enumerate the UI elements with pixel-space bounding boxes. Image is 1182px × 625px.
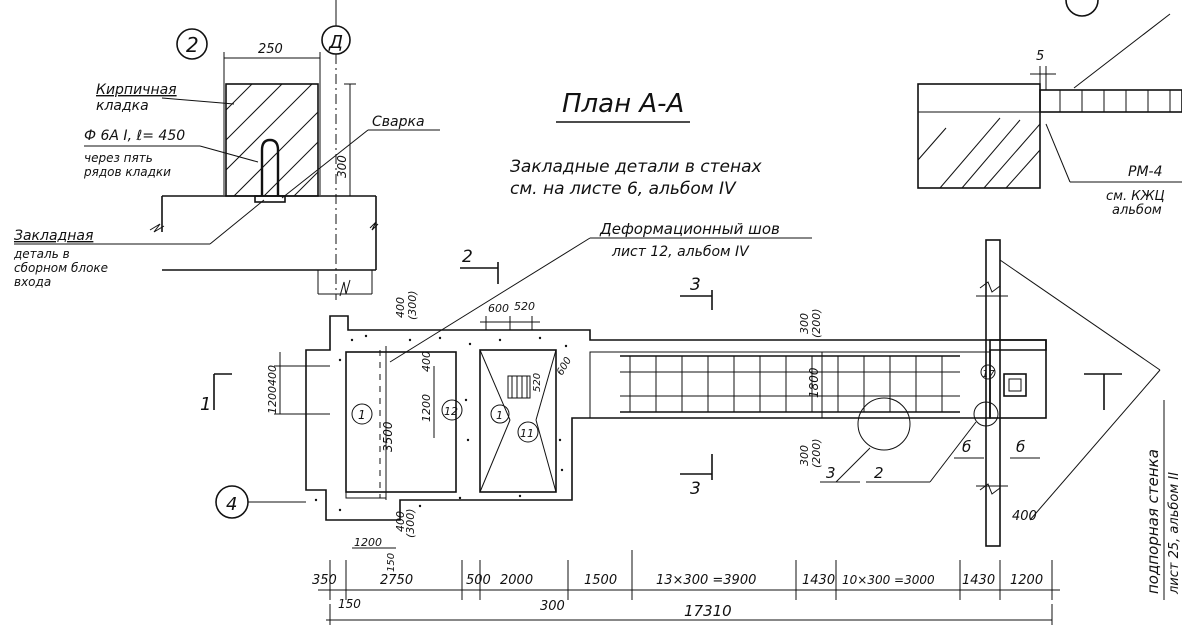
bottom-1430a: 1430 xyxy=(802,573,835,588)
deform-line2: лист 12, альбом IV xyxy=(611,244,750,260)
bottom-3000: 10×300 =3000 xyxy=(842,573,935,587)
detail-stair-edge: 5 РМ-4 см. КЖЦ альбом xyxy=(917,0,1182,218)
subtitle-line1: Закладные детали в стенах xyxy=(510,157,763,177)
bottom-1430b: 1430 xyxy=(962,573,995,588)
total-dimension: 17310 xyxy=(684,602,732,620)
plan-circle-4: 4 xyxy=(226,494,237,515)
embed-label-4: входа xyxy=(14,275,51,289)
section-b-left: б xyxy=(962,438,971,456)
section-2: 2 xyxy=(462,247,473,267)
plan-circle-12: 12 xyxy=(444,405,458,418)
dim-mid-300: 300 xyxy=(798,445,811,466)
dim-width-label: 250 xyxy=(258,42,283,57)
bottom-3900: 13×300 =3900 xyxy=(656,573,756,588)
through-label-2: рядов кладки xyxy=(83,165,171,179)
section-1-left: 1 xyxy=(200,394,211,415)
bottom-500: 500 xyxy=(466,573,491,588)
callout-2: 2 xyxy=(874,464,884,482)
bottom-2000: 2000 xyxy=(500,573,533,588)
dim-600: 600 xyxy=(555,355,574,377)
dim-5-label: 5 xyxy=(1036,49,1044,64)
dim-150-small: 150 xyxy=(386,553,397,572)
dim-3500: 3500 xyxy=(381,421,395,452)
callout-3: 3 xyxy=(826,464,836,482)
dim-top-400: 400 xyxy=(394,297,407,318)
retaining-wall-label: подпорная стенка xyxy=(1144,449,1162,594)
dim-top-600: 600 xyxy=(488,302,509,315)
retaining-wall-ref: лист 25, альбом II xyxy=(1167,472,1182,595)
section-3-top: 3 xyxy=(690,275,701,295)
dim-left-1200: 1200 xyxy=(266,386,279,414)
detail-brick-wall: 2 Д 250 300 xyxy=(13,0,440,300)
bar-label: Ф 6А I, ℓ= 450 xyxy=(84,128,185,144)
section-3-bottom: 3 xyxy=(690,479,701,499)
bottom-2750: 2750 xyxy=(380,573,413,588)
brick-label-2: кладка xyxy=(96,98,149,114)
dim-mid-400: 400 xyxy=(394,511,407,532)
dim-height-label: 300 xyxy=(335,155,349,178)
axis-label: Д xyxy=(328,32,343,53)
welding-label: Сварка xyxy=(372,114,425,130)
title-block: План А-А Закладные детали в стенах см. н… xyxy=(389,89,812,363)
through-label-1: через пять xyxy=(84,151,153,165)
section-b-right: б xyxy=(1016,438,1025,456)
dim-1800: 1800 xyxy=(807,367,821,398)
bottom-1500: 1500 xyxy=(584,573,617,588)
embed-label-3: сборном блоке xyxy=(14,261,108,275)
brick-label-1: Кирпичная xyxy=(96,82,177,98)
dim-left-1200b: 1200 xyxy=(420,394,433,422)
bottom-small-150: 150 xyxy=(338,597,361,611)
dim-top-200p: (200) xyxy=(810,308,823,338)
embed-label-2: деталь в xyxy=(13,247,70,261)
dim-520: 520 xyxy=(532,373,543,392)
embed-label-1: Закладная xyxy=(14,228,93,244)
dim-top-300: 300 xyxy=(798,313,811,334)
bottom-small-300: 300 xyxy=(540,599,565,614)
plan-title: План А-А xyxy=(562,89,684,119)
subtitle-line2: см. на листе 6, альбом IV xyxy=(510,179,737,199)
bottom-350: 350 xyxy=(312,573,337,588)
pm-label: РМ-4 xyxy=(1128,164,1162,180)
ref-line1: см. КЖЦ xyxy=(1106,189,1165,204)
dim-left-400b: 400 xyxy=(420,351,433,372)
dim-mid-200p: (200) xyxy=(810,438,823,468)
plan-circle-17: 17 xyxy=(982,369,995,380)
plan-circle-1a: 1 xyxy=(358,408,366,422)
plan-view: 1 12 1 11 4 17 3 2 1 2 3 3 xyxy=(200,239,1182,625)
dim-400-right: 400 xyxy=(1012,509,1037,524)
ref-line2: альбом xyxy=(1112,203,1162,218)
detail-circle-label: 2 xyxy=(186,33,199,57)
plan-circle-11: 11 xyxy=(520,427,534,440)
dim-top-520: 520 xyxy=(514,300,535,313)
dim-left-400: 400 xyxy=(266,365,279,386)
dim-top-300p: (300) xyxy=(406,290,419,320)
dim-1200-small: 1200 xyxy=(354,536,382,549)
deform-line1: Деформационный шов xyxy=(599,220,780,238)
dim-mid-300p: (300) xyxy=(404,508,417,538)
plan-circle-1b: 1 xyxy=(496,409,503,422)
bottom-1200: 1200 xyxy=(1010,573,1043,588)
